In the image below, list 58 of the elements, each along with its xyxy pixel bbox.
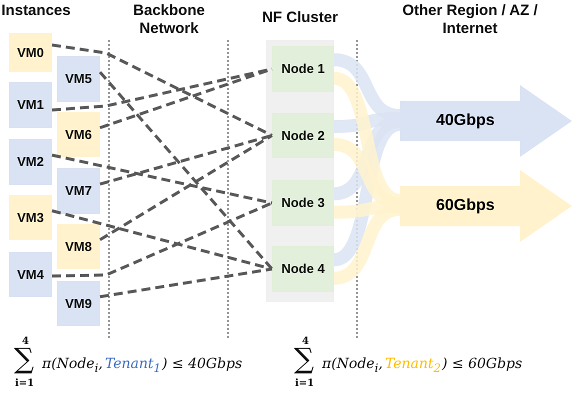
- vm-box: [57, 281, 100, 326]
- flow-arrow: [400, 170, 572, 242]
- bandwidth-label: 60Gbps: [436, 198, 495, 214]
- node-label: VM1: [17, 97, 44, 113]
- column-header: Instances: [0, 2, 72, 20]
- node-label: Node 1: [280, 61, 326, 77]
- summation-limit: i=1: [15, 378, 34, 389]
- vm-box: [57, 168, 100, 214]
- formula-text: Tenant$_{2}$: [385, 356, 441, 375]
- connection-line: [100, 134, 272, 186]
- column-header: NF Cluster: [261, 10, 339, 26]
- formula-text: ) ≤ 40Gbps: [162, 356, 242, 372]
- node-label: VM4: [17, 266, 44, 282]
- vm-box: [57, 224, 100, 269]
- node-label: VM0: [17, 44, 44, 60]
- connection-line: [100, 268, 272, 298]
- node-label: VM3: [17, 210, 44, 226]
- node-label: VM6: [65, 126, 92, 142]
- node-label: VM5: [65, 71, 92, 87]
- node-box: [272, 113, 334, 158]
- connection-line: [52, 202, 273, 278]
- vm-box: [9, 139, 52, 185]
- column-header: Other Region / AZ / Internet: [401, 2, 539, 38]
- connection-line: [98, 71, 274, 270]
- connection-line: [52, 209, 272, 270]
- formula-text: π(Node$_{i}$,: [322, 356, 383, 375]
- connection-line: [52, 68, 272, 112]
- vm-box: [9, 252, 52, 297]
- vm-box: [57, 112, 100, 157]
- node-label: Node 3: [280, 195, 326, 211]
- node-label: VM7: [65, 183, 92, 199]
- vm-box: [9, 195, 52, 240]
- connection-line: [52, 44, 273, 137]
- summation-limit: 4: [22, 336, 29, 347]
- flow-arrow: [400, 85, 572, 157]
- flow-band: [334, 200, 400, 219]
- formula-text: π(Node$_{i}$,: [42, 356, 103, 375]
- vm-box: [57, 56, 100, 102]
- node-box: [272, 46, 334, 92]
- vm-box: [9, 82, 52, 128]
- vm-box: [9, 33, 52, 72]
- node-label: Node 4: [280, 261, 326, 277]
- summation-limit: i=1: [295, 378, 314, 389]
- connection-line: [52, 154, 272, 204]
- node-label: VM2: [17, 154, 44, 170]
- summation-sign: ∑: [14, 344, 34, 374]
- node-label: VM8: [65, 238, 92, 254]
- column-header: Backbone Network: [132, 2, 206, 38]
- node-label: Node 2: [280, 128, 326, 144]
- formula-text: Tenant$_{1}$: [105, 356, 161, 375]
- connection-line: [99, 134, 273, 242]
- formula-text: ) ≤ 60Gbps: [442, 356, 522, 372]
- summation-limit: 4: [302, 336, 309, 347]
- node-box: [272, 246, 334, 292]
- node-label: VM9: [65, 296, 92, 312]
- bandwidth-label: 40Gbps: [436, 113, 495, 129]
- node-box: [272, 180, 334, 226]
- summation-sign: ∑: [294, 344, 314, 374]
